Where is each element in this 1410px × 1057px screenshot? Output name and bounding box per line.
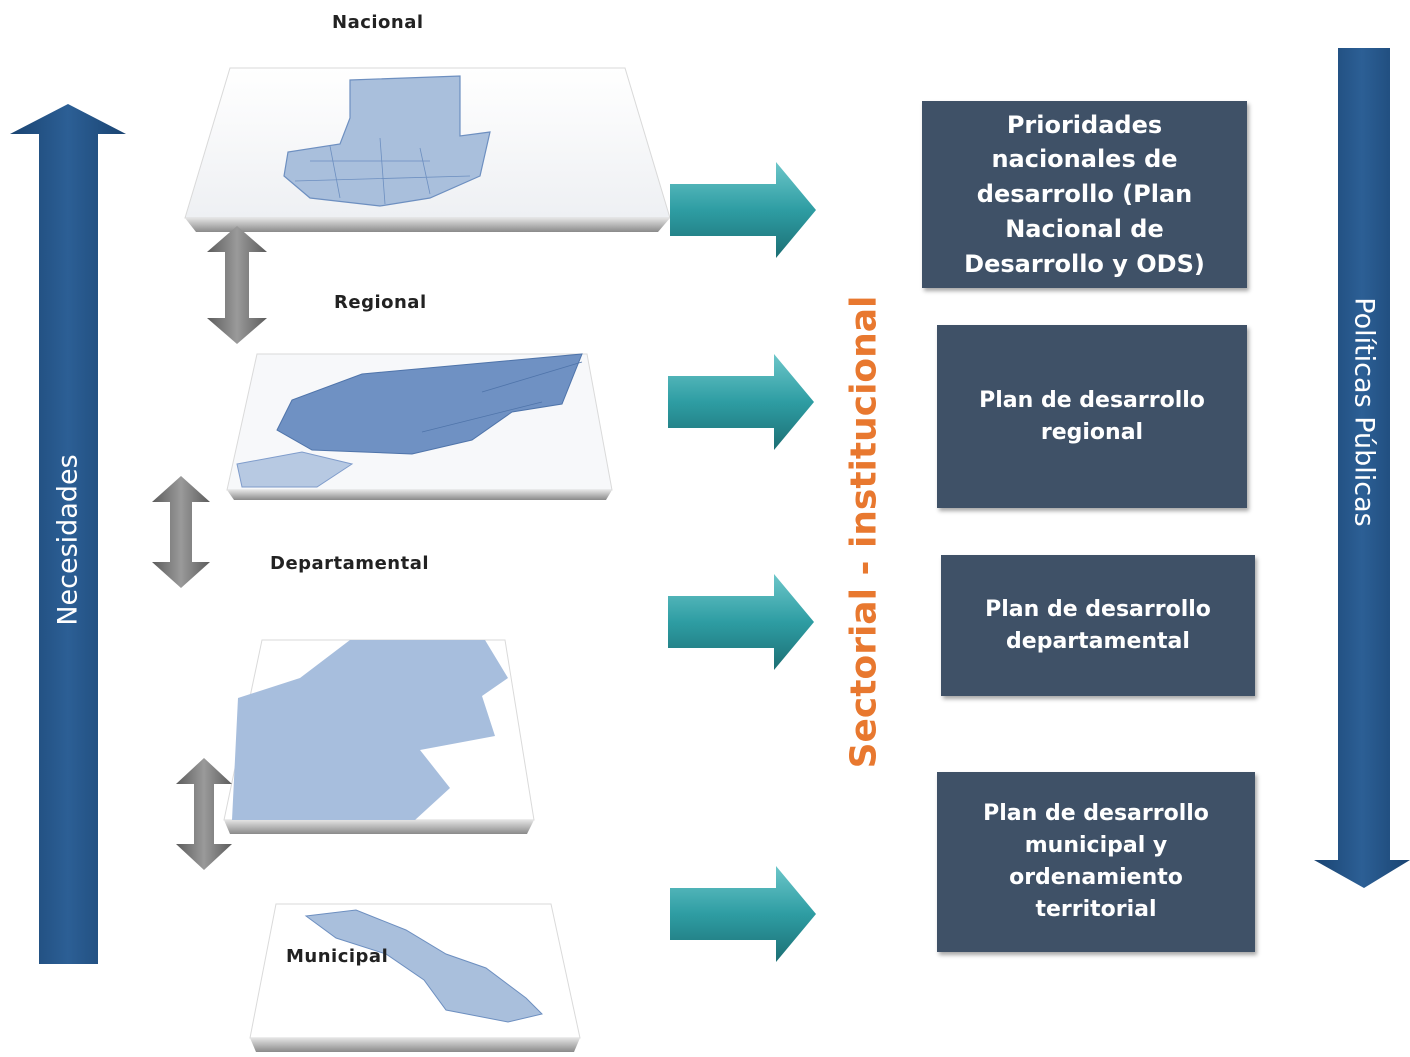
double-arrow-regional-departamental	[152, 476, 210, 588]
teal-arrow-regional	[668, 354, 814, 450]
double-arrow-nacional-regional	[207, 226, 267, 344]
plan-box-regional: Plan de desarrollo regional	[937, 325, 1247, 508]
sectorial-institucional-label: Sectorial - institucional	[843, 295, 885, 769]
teal-arrow-municipal	[670, 866, 816, 962]
double-arrow-departamental-municipal	[176, 758, 232, 870]
map-plate-regional	[226, 353, 613, 500]
map-plate-nacional	[184, 67, 671, 232]
map-plate-municipal	[249, 903, 581, 1052]
plan-box-municipal: Plan de desarrollo municipal y ordenamie…	[937, 772, 1255, 952]
level-label-departamental: Departamental	[270, 553, 430, 574]
plan-box-departamental: Plan de desarrollo departamental	[941, 555, 1255, 696]
plan-box-nacional: Prioridades nacionales de desarrollo (Pl…	[922, 101, 1247, 288]
necesidades-label: Necesidades	[52, 454, 84, 626]
politicas-down-arrow	[1314, 48, 1410, 888]
necesidades-up-arrow	[10, 104, 126, 964]
politicas-publicas-label: Políticas Públicas	[1348, 297, 1380, 527]
teal-arrow-nacional	[670, 162, 816, 258]
teal-arrow-departamental	[668, 574, 814, 670]
level-label-municipal: Municipal	[286, 946, 389, 967]
level-label-regional: Regional	[334, 292, 427, 313]
level-label-nacional: Nacional	[332, 12, 424, 33]
map-plate-departamental	[223, 639, 535, 834]
